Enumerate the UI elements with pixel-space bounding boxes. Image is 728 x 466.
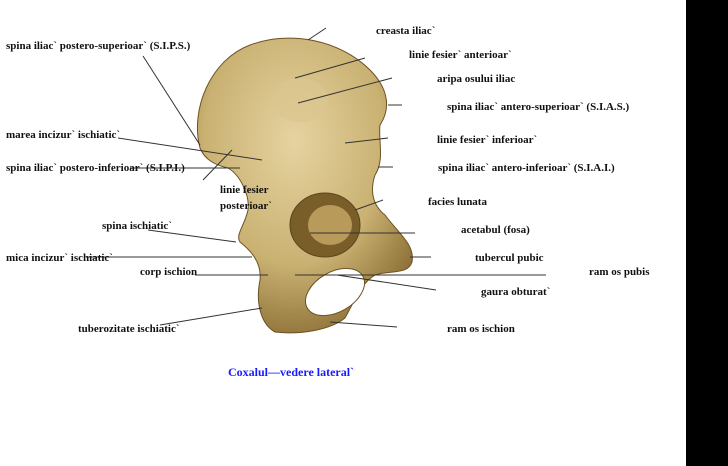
label-creasta-iliaca: creasta iliac` — [376, 25, 436, 37]
label-sias: spina iliac` antero-superioar` (S.I.A.S.… — [447, 101, 630, 113]
label-linie-fesiera-inferioara: linie fesier` inferioar` — [437, 134, 538, 146]
label-sipi: spina iliac` postero-inferioar` (S.I.P.I… — [6, 162, 185, 174]
label-marea-incizura: marea incizur` ischiatic` — [6, 129, 121, 141]
label-sips: spina iliac` postero-superioar` (S.I.P.S… — [6, 40, 191, 52]
label-linie-fesiera-anterioara: linie fesier` anterioar` — [409, 49, 512, 61]
label-ram-os-pubis: ram os pubis — [589, 266, 650, 278]
label-aripa-osului-iliac: aripa osului iliac — [437, 73, 516, 85]
label-linie-fesiera-posterioara-2: posterioar` — [220, 200, 272, 212]
label-ram-os-ischion: ram os ischion — [447, 323, 515, 335]
label-facies-lunata: facies lunata — [428, 196, 487, 208]
black-side-bar — [686, 0, 728, 466]
label-gaura-obturata: gaura obturat` — [481, 286, 551, 298]
label-linie-fesiera-posterioara-1: linie fesier — [220, 184, 269, 196]
label-tubercul-pubic: tubercul pubic — [475, 252, 544, 264]
label-corp-ischion: corp ischion — [140, 266, 198, 278]
label-spina-ischiatica: spina ischiatic` — [102, 220, 172, 232]
figure-caption: Coxalul—vedere lateral` — [228, 365, 355, 379]
label-tuberozitate-ischiatica: tuberozitate ischiatic` — [78, 323, 180, 335]
leader-lines — [86, 27, 546, 328]
label-acetabul: acetabul (fosa) — [461, 224, 530, 236]
coxal-bone — [196, 37, 413, 334]
label-siai: spina iliac` antero-inferioar` (S.I.A.I.… — [438, 162, 615, 174]
label-mica-incizura: mica incizur` ischiatic` — [6, 252, 113, 264]
